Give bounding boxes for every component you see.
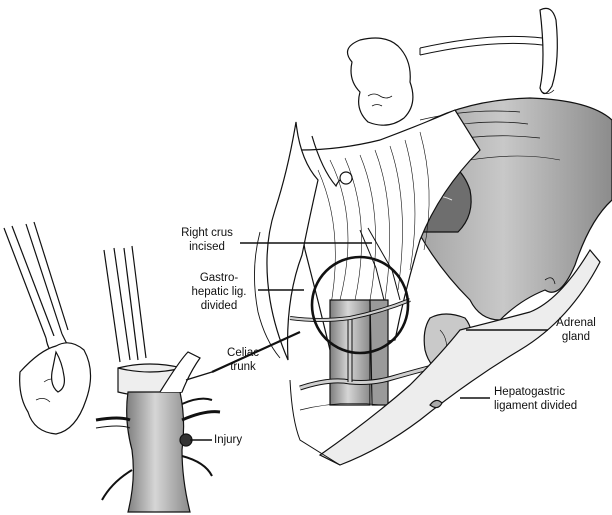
right-tissue-tip — [539, 7, 558, 95]
label-adrenal-gland: Adrenal gland — [556, 317, 596, 343]
magnifier-circle — [310, 255, 410, 355]
gastrohepatic-ligament — [266, 121, 319, 361]
leader-lines — [185, 242, 548, 441]
clamp-inset — [3, 221, 92, 435]
celiac-inset — [95, 245, 221, 513]
label-injury: Injury — [214, 434, 243, 446]
leader-celiac-main — [211, 330, 301, 374]
label-gastrohepatic: Gastro- hepatic lig. divided — [191, 272, 247, 312]
retractor-band — [419, 35, 557, 49]
label-celiac-trunk: Celiac trunk — [227, 347, 259, 373]
operative-field — [254, 7, 612, 466]
ligament-fan — [297, 109, 481, 351]
hepatogastric-ligament — [318, 248, 601, 466]
leader-celiac-inset — [185, 371, 213, 381]
celiac-vessel — [126, 391, 191, 513]
label-hepatogastric: Hepatogastric ligament divided — [494, 386, 578, 412]
upper-tissue-lobe — [346, 37, 414, 126]
label-right-crus: Right crus incised — [181, 227, 233, 253]
